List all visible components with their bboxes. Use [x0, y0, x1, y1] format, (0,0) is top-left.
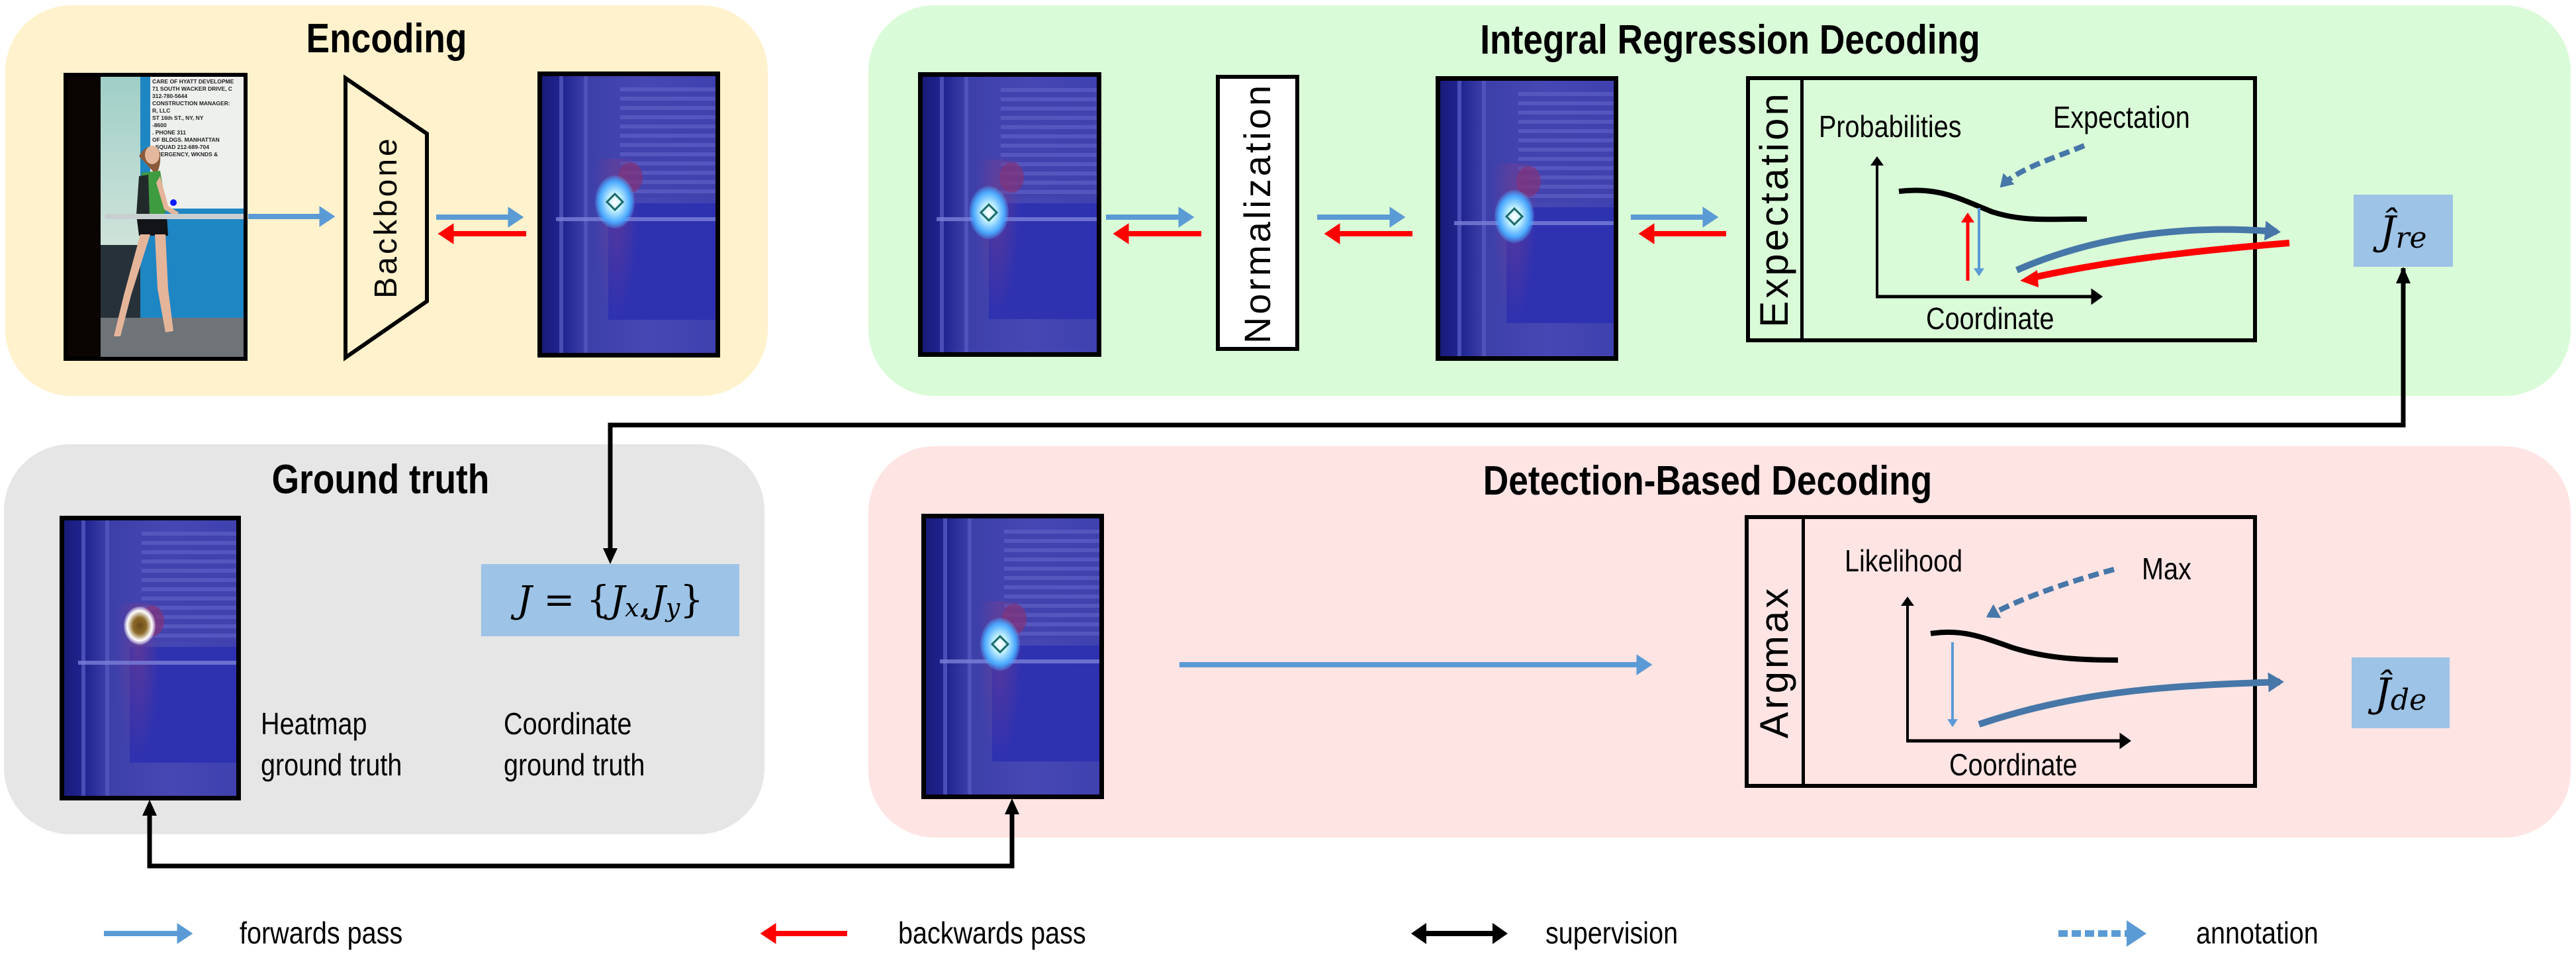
supervision-connector-detection: [147, 808, 1015, 869]
formula-jy: J: [651, 579, 666, 622]
normalization-box: [1216, 75, 1299, 351]
supervision-head-formula: [603, 548, 618, 564]
heatmap-gt-caption-line2: ground truth: [261, 747, 402, 782]
heatmap-pole: [967, 518, 972, 794]
heatmap-pole: [964, 77, 969, 352]
heatmap-rail: [77, 661, 236, 665]
ground-truth-heatmap: [60, 516, 241, 800]
formula-close: }: [680, 579, 704, 622]
photo-sign: CARE OF HYATT DEVELOPME 71 SOUTH WACKER …: [150, 77, 244, 209]
backbone-shape: [344, 74, 429, 361]
heatmap-pole: [943, 518, 948, 794]
integral-heatmap-raw: [918, 72, 1101, 357]
legend-annotation-label: annotation: [2196, 916, 2319, 950]
heatmap-peak: [980, 618, 1020, 671]
walking-person: [114, 146, 179, 336]
heatmap-rail: [1453, 221, 1614, 226]
supervision-head-gt-heatmap: [142, 800, 157, 816]
input-image: CARE OF HYATT DEVELOPME 71 SOUTH WACKER …: [64, 73, 248, 361]
ground-truth-peak: [124, 606, 156, 645]
output-jre-symbol: Ĵ: [2379, 207, 2396, 254]
heatmap-pole: [1481, 81, 1486, 356]
max-annotation-arrow: [1986, 567, 2115, 618]
heatmap-pole: [583, 76, 588, 353]
legend-forward-label: forwards pass: [240, 916, 403, 950]
legend-backward-label: backwards pass: [898, 916, 1086, 950]
expectation-box: [1746, 76, 2257, 342]
integral-heatmap-normalized: [1436, 76, 1618, 361]
encoding-heatmap: [537, 72, 720, 358]
expectation-annotation-label: Expectation: [2053, 100, 2190, 134]
forward-curve-to-output: [2015, 220, 2281, 273]
heatmap-pole: [940, 77, 944, 352]
formula-equals: = {: [531, 579, 610, 622]
ground-truth-title: Ground truth: [271, 457, 490, 503]
output-jde-subscript: de: [2390, 683, 2427, 717]
photo-rail: [105, 214, 244, 220]
heatmap-pole: [1457, 81, 1462, 356]
coordinate-axis-label-top: Coordinate: [1926, 301, 2054, 336]
heatmap-peak: [595, 175, 635, 228]
heatmap-head: [999, 162, 1024, 193]
coordinate-axis-label-bottom: Coordinate: [1949, 747, 2078, 782]
supervision-head-detection-heatmap: [1005, 798, 1019, 814]
formula-x: x: [625, 593, 639, 622]
output-jde-symbol: Ĵ: [2374, 669, 2391, 716]
expectation-divider: [1800, 76, 1804, 342]
output-jre-subscript: re: [2395, 221, 2427, 255]
supervision-head-jre: [2396, 267, 2411, 283]
integral-regression-panel: [868, 5, 2571, 396]
likelihood-curve: [1930, 629, 2119, 663]
coordinate-gt-caption-line1: Coordinate: [504, 706, 632, 741]
heatmap-rail: [937, 217, 1097, 222]
heatmap-gt-caption-line1: Heatmap: [261, 706, 367, 741]
supervision-connector-regression: [608, 268, 2406, 556]
forward-curve-to-jde: [1978, 672, 2284, 728]
heatmap-pole: [559, 76, 564, 353]
backward-curve-head: [2020, 270, 2039, 287]
backward-curve-from-output: [2029, 240, 2290, 281]
heatmap-peak: [969, 186, 1009, 239]
heatmap-rail: [555, 217, 715, 222]
heatmap-pole: [105, 520, 110, 796]
max-annotation-label: Max: [2142, 552, 2191, 586]
legend-supervision-head-right: [1493, 923, 1508, 944]
heatmap-rail: [939, 659, 1099, 663]
integral-regression-title: Integral Regression Decoding: [1480, 17, 1980, 63]
detection-panel: [868, 446, 2571, 838]
encoding-title: Encoding: [306, 16, 467, 62]
argmax-divider: [1802, 515, 1805, 788]
heatmap-peak: [1495, 190, 1534, 243]
formula-y: y: [665, 593, 680, 622]
formula-comma: ,: [639, 579, 651, 622]
expectation-annotation-arrow: [2000, 143, 2086, 188]
probability-curve: [1898, 187, 2088, 222]
legend-supervision-label: supervision: [1545, 916, 1679, 950]
likelihood-axis-label: Likelihood: [1845, 544, 1963, 578]
probabilities-axis-label: Probabilities: [1819, 109, 1962, 144]
coordinate-gt-caption-line2: ground truth: [504, 747, 645, 782]
legend-supervision-head-left: [1411, 923, 1426, 944]
heatmap-pole: [81, 520, 85, 796]
formula-j: J: [517, 579, 532, 622]
formula-jx: J: [610, 579, 625, 622]
detection-heatmap: [921, 514, 1104, 799]
detection-title: Detection-Based Decoding: [1483, 458, 1933, 504]
argmax-box: [1745, 515, 2257, 788]
